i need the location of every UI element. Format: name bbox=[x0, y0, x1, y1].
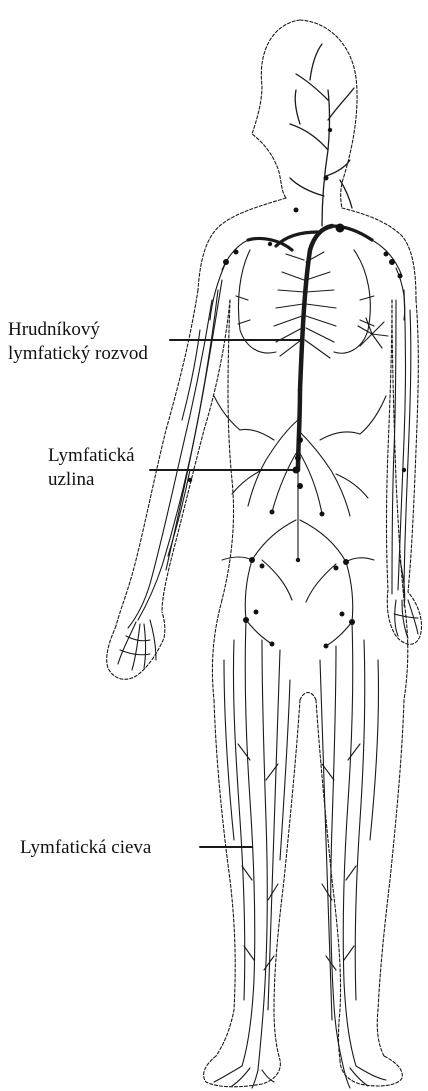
label-thoracic-duct: Hrudníkový lymfatický rozvod bbox=[8, 318, 148, 366]
leader-lines bbox=[150, 340, 300, 847]
label-lymph-vessel: Lymfatická cieva bbox=[20, 836, 151, 860]
pelvis-vessels bbox=[222, 557, 374, 646]
left-leg-vessels bbox=[214, 620, 290, 1088]
body-outline bbox=[107, 20, 422, 1087]
thoracic-duct bbox=[298, 226, 332, 470]
label-lymph-node-line2: uzlina bbox=[48, 468, 135, 492]
head-vessels bbox=[290, 44, 354, 226]
label-lymph-node-line1: Lymfatická bbox=[48, 444, 135, 468]
label-thoracic-duct-line2: lymfatický rozvod bbox=[8, 342, 148, 366]
label-thoracic-duct-line1: Hrudníkový bbox=[8, 318, 148, 342]
label-lymph-node: Lymfatická uzlina bbox=[48, 444, 135, 492]
lymph-nodes bbox=[188, 128, 406, 649]
thorax-branches bbox=[236, 250, 388, 358]
right-arm-vessels bbox=[392, 290, 418, 638]
